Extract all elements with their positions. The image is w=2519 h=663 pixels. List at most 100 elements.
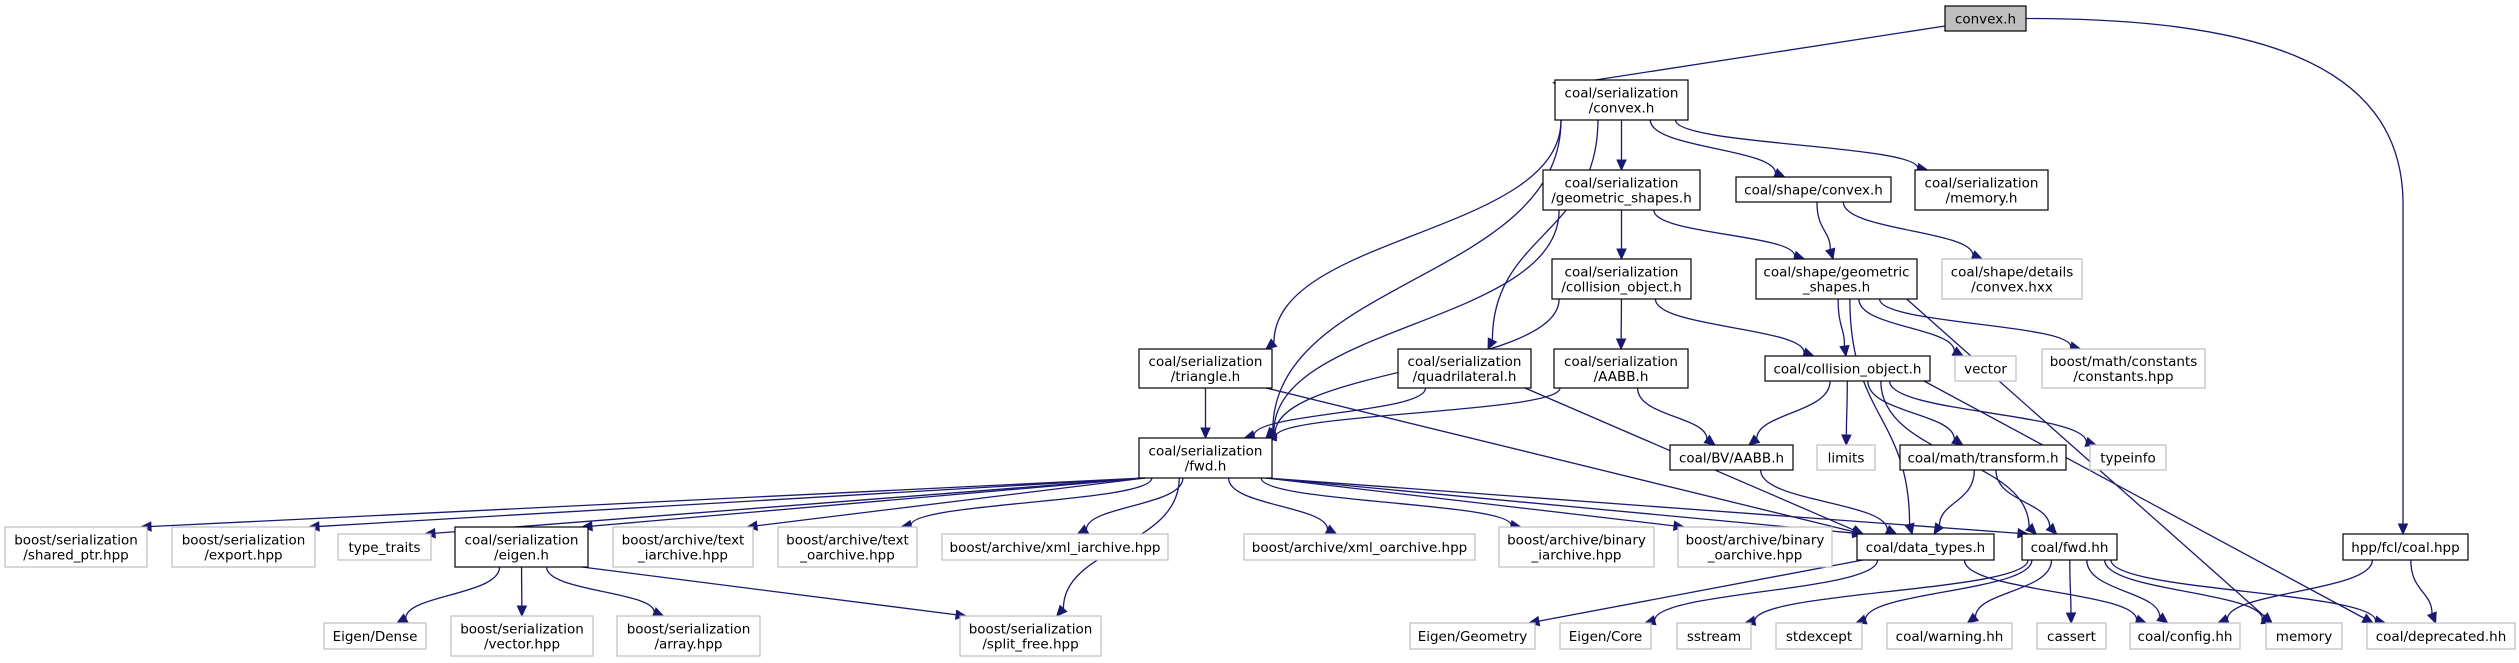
edge-line [1491,119,1599,340]
edge-data-types-to-config [1963,559,2148,625]
edge-line [2069,559,2072,614]
edge-ser-convex-to-shape-convex [1649,119,1786,178]
edge-data-types-to-eigen-geom [1527,559,1864,627]
node-ser-quad[interactable]: coal/serialization/quadrilateral.h [1397,348,1532,389]
node-bin-i: boost/archive/binary_iarchive.hpp [1498,526,1655,568]
edge-line [545,566,655,613]
edge-line [1227,477,1329,530]
arrowhead-icon [1841,434,1852,447]
node-ser-triangle[interactable]: coal/serialization/triangle.h [1138,348,1273,389]
node-label: /triangle.h [1171,369,1240,385]
node-ser-eigen[interactable]: coal/serialization/eigen.h [454,526,589,568]
node-box [1899,444,2067,471]
node-xml-o: boost/archive/xml_oarchive.hpp [1243,533,1476,561]
node-ser-convex[interactable]: coal/serialization/convex.h [1554,79,1689,121]
edge-shape-geom-to-collobj [1837,298,1850,358]
node-shape-convex[interactable]: coal/shape/convex.h [1735,176,1892,203]
node-xml-i: boost/archive/xml_iarchive.hpp [941,533,1169,561]
node-label: coal/serialization [1565,265,1679,281]
node-label: _shapes.h [1802,280,1870,296]
edge-ser-geom-to-ser-fwd [1265,209,1560,439]
node-label: coal/BV/AABB.h [1679,451,1784,467]
node-label: boost/archive/text [622,533,745,549]
node-ser-fwd[interactable]: coal/serialization/fwd.h [1138,437,1273,479]
node-hpp-fcl[interactable]: hpp/fcl/coal.hpp [2342,533,2469,561]
node-type-traits: type_traits [337,533,432,561]
node-label: /shared_ptr.hpp [23,548,128,564]
node-box [777,526,918,568]
node-label: Eigen/Dense [333,629,418,645]
node-label: coal/serialization [1408,354,1522,370]
edge-line [405,566,501,619]
arrowhead-icon [2045,522,2058,535]
node-data-types[interactable]: coal/data_types.h [1856,533,1995,561]
node-label: _iarchive.hpp [1530,548,1621,564]
node-shared-ptr: boost/serialization/shared_ptr.hpp [4,526,148,568]
node-label: coal/serialization [465,533,579,549]
node-box [2021,533,2118,561]
node-label: coal/data_types.h [1866,540,1985,556]
node-box [1886,622,2013,650]
node-box [1676,622,1752,650]
node-ser-memory[interactable]: coal/serialization/memory.h [1914,169,2049,211]
edge-line [910,477,1153,526]
edge-line [1265,477,1675,527]
edge-line [1674,119,1919,169]
edge-fwd-hh-to-sstream [1743,559,2029,626]
edge-fwd-hh-to-warning [1966,559,2053,624]
node-box [454,526,589,568]
node-label: coal/fwd.hh [2031,540,2109,556]
node-collobj[interactable]: coal/collision_object.h [1764,355,1931,382]
node-box [1735,176,1892,203]
node-label: /convex.hxx [1971,280,2053,296]
edge-line [2086,559,2161,617]
node-shape-geom[interactable]: coal/shape/geometric_shapes.h [1755,258,1918,300]
edge-ser-aabb-to-bv-aabb [1636,387,1716,446]
node-box [616,615,761,657]
node-details-convex: coal/shape/details/convex.hxx [1941,258,2083,300]
edge-line [1878,298,2072,347]
node-text-i: boost/archive/text_iarchive.hpp [612,526,754,568]
edge-line [1538,559,1864,622]
node-box [1775,622,1863,650]
arrowhead-icon [2426,611,2437,625]
node-ser-aabb[interactable]: coal/serialization/AABB.h [1553,348,1689,389]
node-box [1243,533,1476,561]
edge-line [1845,380,1848,436]
node-label: coal/serialization [1149,354,1263,370]
arrowhead-icon [1487,337,1498,351]
node-limits: limits [1816,444,1876,471]
node-fwd-hh[interactable]: coal/fwd.hh [2021,533,2118,561]
node-box [2036,622,2107,650]
arrowhead-icon [1951,434,1964,446]
edge-line [756,477,1146,527]
node-export: boost/serialization/export.hpp [171,526,316,568]
edge-line [1265,477,2019,534]
node-label: /collision_object.h [1561,280,1681,296]
node-label: vector [1964,362,2007,378]
node-transform[interactable]: coal/math/transform.h [1899,444,2067,471]
nodes-layer: convex.hcoal/serialization/convex.hcoal/… [4,5,2516,657]
edge-ser-fwd-to-shared-ptr [139,477,1146,532]
edge-hpp-fcl-to-config [2216,559,2374,624]
node-bv-aabb[interactable]: coal/BV/AABB.h [1669,444,1794,471]
edge-shape-geom-to-vector [1858,298,1965,357]
node-root[interactable]: convex.h [1944,5,2027,32]
node-box [959,615,1102,657]
node-label: /convex.h [1589,101,1655,117]
edge-line [1888,380,2088,443]
edge-collobj-to-limits [1841,380,1852,447]
edge-line [1649,119,1777,174]
node-ser-collobj[interactable]: coal/serialization/collision_object.h [1551,258,1692,300]
edge-root-to-hpp-fcl [2025,17,2409,536]
arrowhead-icon [516,605,528,618]
node-label: coal/serialization [1565,176,1679,192]
edge-ser-eigen-to-ser-array [545,566,665,617]
node-label: boost/serialization [969,622,1093,638]
node-config: coal/config.hh [2129,622,2241,650]
edge-ser-eigen-to-eigen-dense [395,566,501,624]
node-ser-geom[interactable]: coal/serialization/geometric_shapes.h [1542,169,1701,211]
edge-ser-eigen-to-split-free [581,566,968,620]
node-label: boost/serialization [460,622,584,638]
node-label: boost/archive/binary [1507,533,1646,549]
